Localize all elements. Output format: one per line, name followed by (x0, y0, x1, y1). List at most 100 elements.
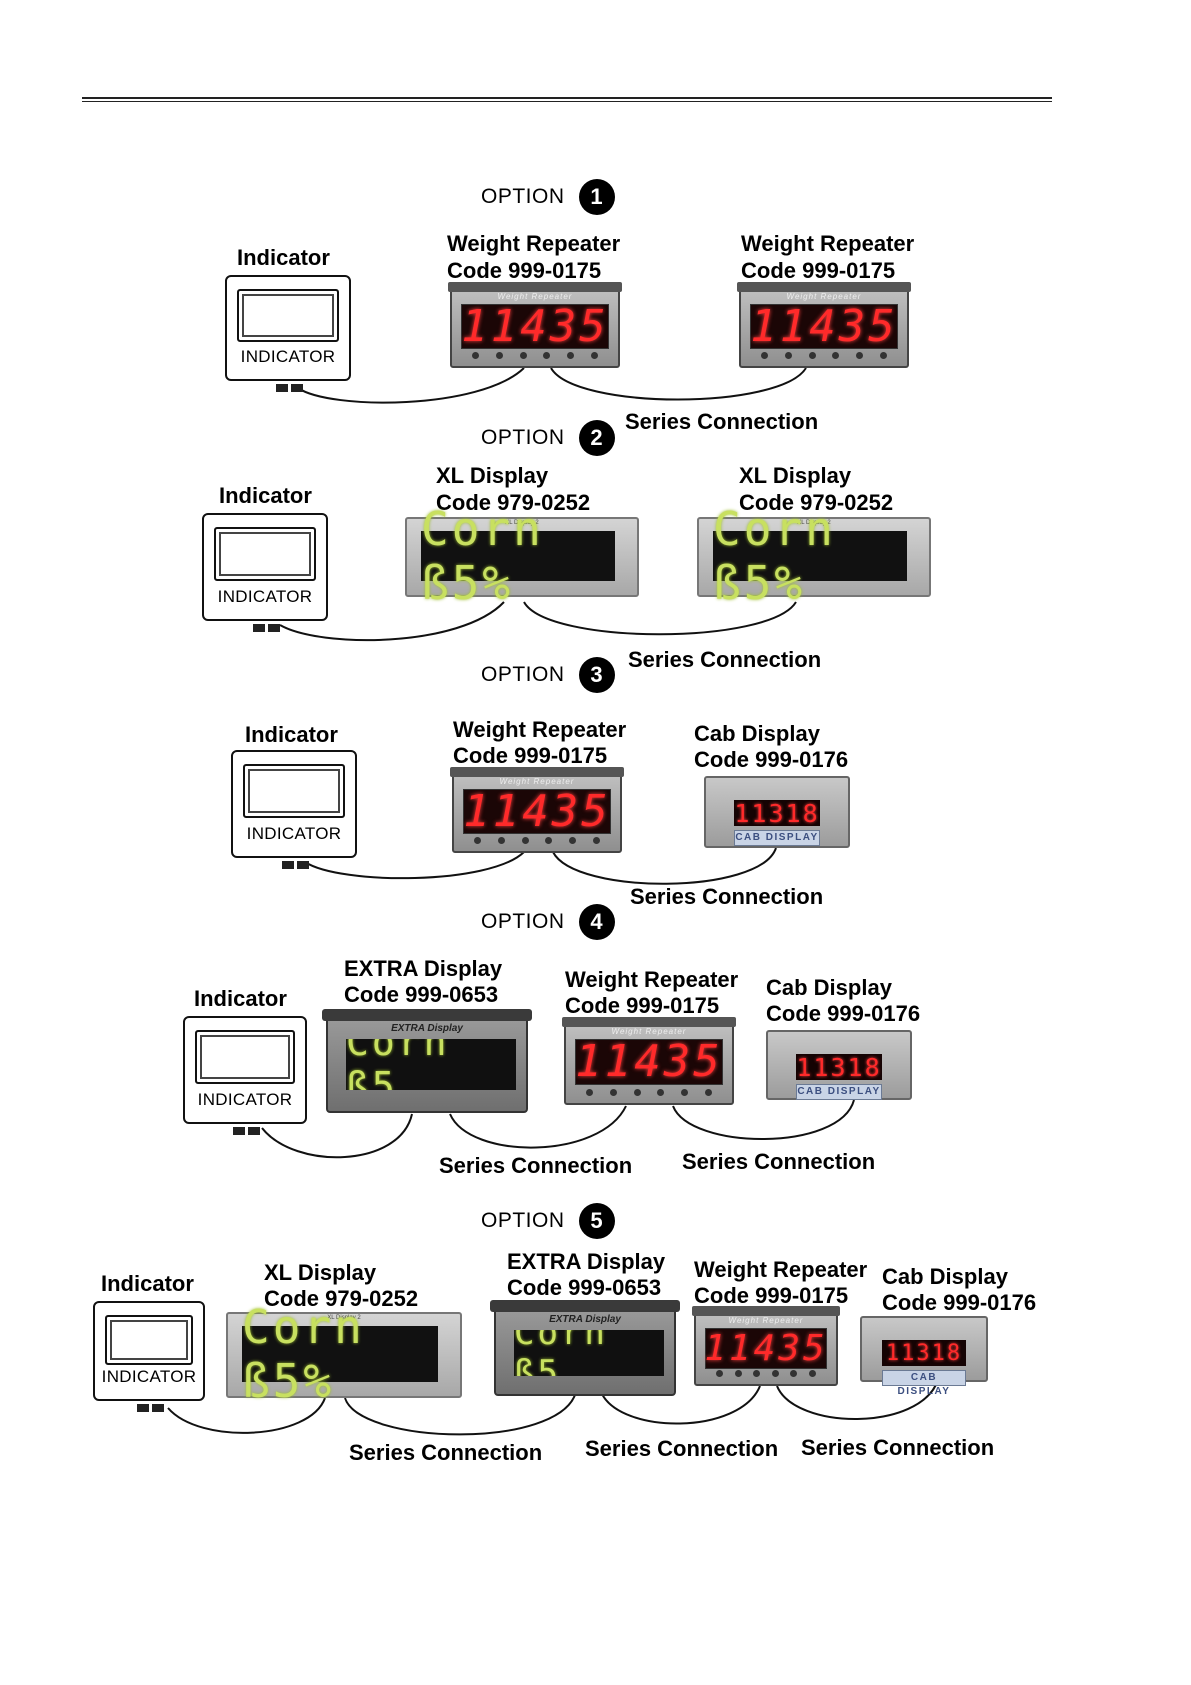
weight-repeater-panel: 11435 (575, 1036, 723, 1088)
weight-repeater-code: Code 999-0175 (741, 258, 896, 283)
indicator-device: INDICATOR (93, 1301, 205, 1412)
series-connection-label: Series Connection (801, 1435, 995, 1460)
weight-repeater-label: Weight Repeater (694, 1257, 868, 1282)
weight-repeater-label: Weight Repeater (741, 231, 915, 256)
weight-reading: 11435 (575, 1036, 723, 1088)
xl-display-sublabel: XL Display 2 (505, 520, 539, 526)
xl-display-label: XL Display (264, 1260, 377, 1285)
weight-repeater-panel: 11435 (750, 300, 898, 352)
extra-display-message: Corn ß5 (346, 1039, 450, 1090)
wire-o1-a (297, 367, 525, 404)
cab-display-plate: CAB DISPLAY (734, 830, 820, 846)
wire-o4-c (672, 1099, 855, 1140)
xl-display-message: Corn ß5% (242, 1300, 365, 1408)
cab-display-code: Code 999-0176 (882, 1290, 1037, 1315)
indicator-device: INDICATOR (202, 513, 328, 632)
weight-reading: 11435 (463, 785, 611, 837)
weight-repeater-panel: 11435 (704, 1328, 828, 1370)
weight-repeater-device: Weight Repeater 11435 (450, 767, 624, 853)
wire-o3-a (304, 851, 525, 880)
indicator-face-label: INDICATOR (217, 587, 313, 606)
weight-repeater-buttons (472, 352, 598, 359)
wire-o4-a (261, 1113, 413, 1159)
xl-display-message: Corn ß5% (713, 502, 836, 610)
weight-reading: 11435 (750, 300, 898, 352)
cab-display-plate: CAB DISPLAY (796, 1084, 882, 1100)
xl-display-label: XL Display (739, 463, 852, 488)
indicator-screen (105, 1315, 193, 1366)
option-word: OPTION (481, 910, 565, 933)
weight-repeater-sublabel: Weight Repeater (611, 1027, 687, 1036)
series-connection-label: Series Connection (628, 647, 822, 672)
extra-display-label: EXTRA Display (344, 956, 503, 981)
indicator-label: Indicator (219, 483, 312, 508)
cab-display-panel: 11318 (796, 1052, 882, 1082)
weight-repeater-buttons (474, 837, 600, 844)
weight-repeater-hood (448, 282, 622, 292)
header-rule-thin (82, 101, 1052, 102)
cab-reading: 11318 (796, 1052, 882, 1082)
option-number-badge: 1 (578, 179, 615, 215)
extra-display-panel: Corn ß5 (514, 1330, 664, 1377)
series-connection-label: Series Connection (439, 1153, 633, 1178)
option-number-badge: 2 (578, 420, 615, 456)
cab-display-device: 11318 CAB DISPLAY (766, 1030, 912, 1100)
indicator-ports (137, 1399, 167, 1412)
extra-display-hood (322, 1009, 532, 1021)
weight-reading: 11435 (704, 1328, 828, 1370)
extra-display-code: Code 999-0653 (507, 1275, 662, 1300)
indicator-screen (214, 527, 316, 581)
extra-display-label: EXTRA Display (507, 1249, 666, 1274)
cab-reading: 11318 (885, 1340, 963, 1366)
indicator-ports (282, 856, 312, 869)
header-rule (82, 97, 1052, 99)
option-3-heading: OPTION 3 (481, 657, 615, 693)
indicator-label: Indicator (237, 245, 330, 270)
weight-repeater-sublabel: Weight Repeater (499, 777, 575, 786)
cab-display-panel: 11318 (882, 1340, 966, 1366)
weight-repeater-panel: 11435 (461, 301, 609, 352)
weight-repeater-hood (737, 282, 911, 292)
extra-display-hood (490, 1300, 680, 1312)
indicator-label: Indicator (245, 722, 338, 747)
indicator-device: INDICATOR (231, 750, 357, 869)
indicator-ports (233, 1122, 263, 1135)
xl-display-panel: Corn ß5% (242, 1300, 438, 1408)
wire-o2-a (279, 601, 505, 642)
wire-o3-b (552, 847, 777, 885)
extra-display-device: EXTRA Display Corn ß5 (322, 1009, 532, 1113)
series-connection-label: Series Connection (630, 884, 824, 909)
weight-repeater-code: Code 999-0175 (447, 258, 602, 283)
option-number-badge: 3 (578, 657, 615, 693)
weight-repeater-buttons (586, 1089, 712, 1096)
series-connection-label: Series Connection (585, 1436, 779, 1461)
weight-repeater-label: Weight Repeater (453, 717, 627, 742)
indicator-label: Indicator (101, 1271, 194, 1296)
cab-display-plate: CAB DISPLAY (882, 1370, 966, 1397)
xl-display-code: Code 979-0252 (436, 490, 591, 515)
option-5-heading: OPTION 5 (481, 1203, 615, 1239)
indicator-ports (253, 619, 283, 632)
weight-repeater-device: Weight Repeater 11435 (737, 282, 911, 368)
weight-repeater-panel: 11435 (463, 785, 611, 837)
indicator-device: INDICATOR (225, 275, 351, 392)
xl-display-panel: Corn ß5% (421, 502, 615, 610)
extra-display-device: EXTRA Display Corn ß5 (490, 1300, 680, 1396)
weight-repeater-sublabel: Weight Repeater (497, 292, 573, 301)
wire-o5-b (344, 1391, 577, 1436)
extra-display-code: Code 999-0653 (344, 982, 499, 1007)
cab-display-device: 11318 CAB DISPLAY (704, 776, 850, 848)
series-connection-label: Series Connection (682, 1149, 876, 1174)
wire-o1-b (550, 367, 807, 401)
extra-display-sublabel: EXTRA Display (391, 1023, 463, 1034)
indicator-screen (195, 1030, 295, 1084)
indicator-face-label: INDICATOR (101, 1367, 197, 1386)
weight-repeater-buttons (761, 352, 887, 359)
extra-display-panel: Corn ß5 (346, 1039, 516, 1090)
extra-display-message: Corn ß5 (514, 1330, 608, 1377)
indicator-face-label: INDICATOR (240, 347, 336, 366)
weight-repeater-label: Weight Repeater (447, 231, 621, 256)
wire-o4-b (449, 1105, 627, 1149)
option-2-heading: OPTION 2 (481, 420, 615, 456)
